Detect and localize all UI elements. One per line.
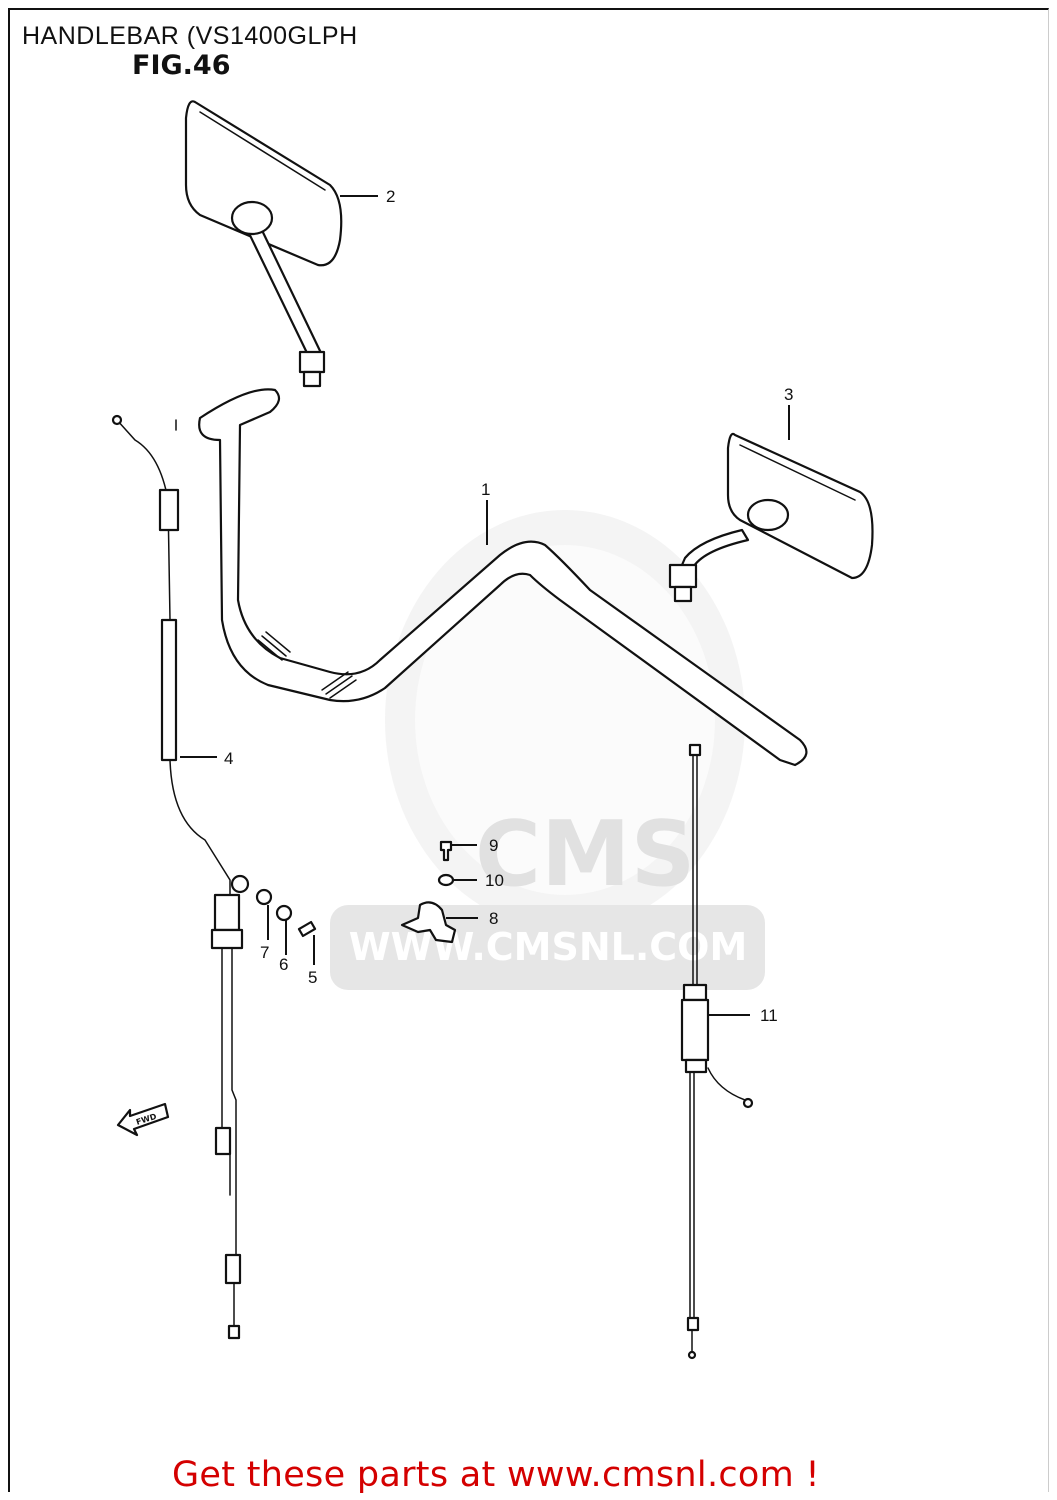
nut-10: [437, 873, 455, 887]
callout-1: 1: [481, 480, 490, 499]
small-hardware: [255, 840, 457, 944]
throttle-cable: [111, 414, 250, 1340]
callout-labels: 2 3 1 4 9 10 8 7 6 5 11: [224, 187, 793, 1025]
callout-8: 8: [489, 909, 498, 928]
page-title: HANDLEBAR (VS1400GLPH: [22, 22, 358, 50]
callout-9: 9: [489, 836, 498, 855]
callout-6: 6: [279, 955, 288, 974]
lock-washer-6: [275, 904, 293, 922]
get-parts-link[interactable]: Get these parts at www.cmsnl.com !: [172, 1455, 820, 1495]
figure-number: FIG.46: [132, 50, 231, 81]
leader-lines: [180, 195, 790, 1016]
callout-5: 5: [308, 968, 317, 987]
switch-cable: [680, 743, 754, 1360]
cms-watermark: CMS WWW.CMSNL.COM: [330, 510, 765, 990]
screw-9: [439, 840, 453, 862]
mirror-right: [668, 432, 874, 603]
fwd-arrow: FWD: [116, 1102, 170, 1137]
diagram-frame: [8, 8, 1049, 1492]
watermark-url: WWW.CMSNL.COM: [349, 925, 748, 969]
callout-11: 11: [760, 1006, 778, 1025]
callout-10: 10: [485, 871, 504, 890]
callout-2: 2: [386, 187, 395, 206]
washer-7: [255, 888, 273, 906]
watermark-brand: CMS: [475, 802, 695, 907]
callout-7: 7: [260, 943, 269, 962]
screw-5: [297, 920, 317, 938]
callout-3: 3: [784, 385, 793, 404]
callout-4: 4: [224, 749, 233, 768]
clamp-8: [400, 901, 457, 944]
mirror-left: [184, 100, 343, 388]
handlebar: [198, 388, 808, 767]
